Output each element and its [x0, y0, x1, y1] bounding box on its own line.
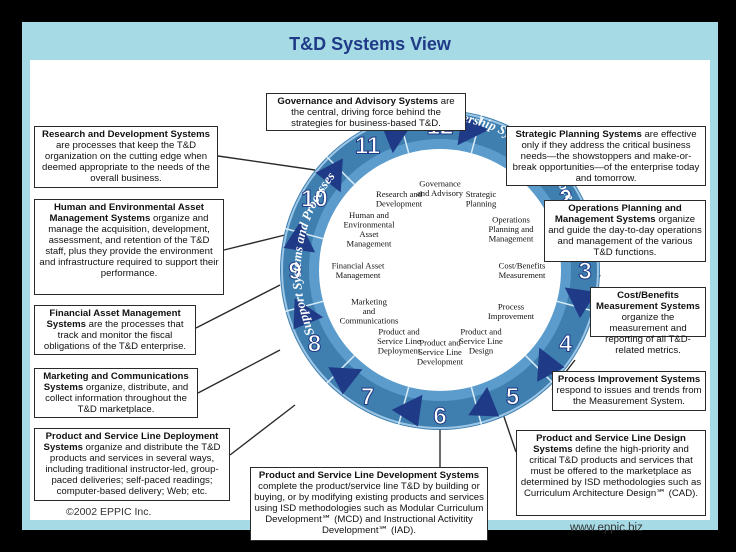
strategic-planning-box: Strategic Planning Systems are effective…: [506, 126, 706, 186]
connector-line-8: [229, 404, 296, 456]
step-arrow: [391, 394, 423, 427]
step-number-6: 6: [433, 403, 446, 430]
step-arrow: [537, 347, 565, 382]
step-arrow: [315, 158, 343, 193]
website-text: www.eppic.biz: [570, 522, 643, 534]
development-box: Product and Service Line Development Sys…: [250, 467, 488, 541]
step-number-8: 8: [308, 331, 321, 358]
connector-line-11: [223, 234, 286, 251]
step-number-7: 7: [361, 384, 374, 411]
operations-planning-box: Operations Planning and Management Syste…: [544, 200, 706, 262]
cost-benefits-box: Cost/Benefits Measurement Systems organi…: [590, 287, 706, 356]
step-number-9: 9: [288, 258, 301, 285]
step-number-11: 11: [355, 132, 380, 159]
step-arrow: [293, 298, 324, 330]
step-arrow: [283, 221, 316, 253]
inner-disc: [319, 149, 561, 391]
deployment-box: Product and Service Line Deployment Syst…: [34, 428, 230, 501]
step-arrow: [564, 287, 597, 319]
step-arrow: [328, 367, 363, 395]
diagram-frame: T&D Systems View 123456789101112 Strateg…: [22, 22, 718, 541]
step-arrow: [468, 386, 500, 417]
step-number-4: 4: [559, 331, 573, 358]
financial-box: Financial Asset Management Systems are t…: [34, 305, 196, 355]
human-asset-box: Human and Environmental Asset Management…: [34, 199, 224, 295]
diagram-panel: 123456789101112 StrategicPlanningOperati…: [30, 60, 710, 541]
copyright-text: ©2002 EPPIC Inc.: [66, 506, 152, 518]
governance-box: Governance and Advisory Systems are the …: [266, 93, 466, 131]
connector-line-12: [217, 155, 316, 171]
step-number-10: 10: [301, 186, 328, 213]
design-box: Product and Service Line Design Systems …: [516, 430, 706, 516]
step-number-5: 5: [506, 384, 519, 411]
connector-line-9: [197, 349, 281, 394]
research-box: Research and Development Systems are pro…: [34, 126, 218, 188]
marketing-box: Marketing and Communications Systems org…: [34, 368, 198, 418]
page-title: T&D Systems View: [289, 34, 451, 54]
process-improvement-box: Process Improvement Systems respond to i…: [552, 371, 706, 411]
step-number-3: 3: [578, 258, 591, 285]
connector-line-10: [195, 284, 281, 329]
